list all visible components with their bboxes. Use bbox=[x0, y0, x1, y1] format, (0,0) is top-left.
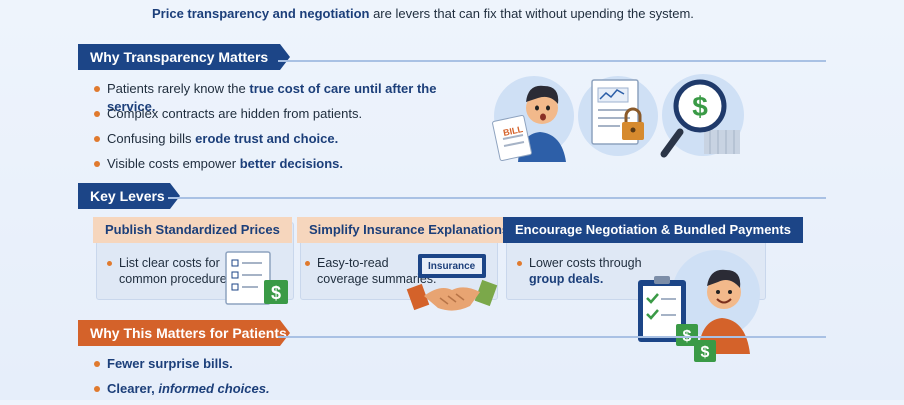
list-item: Clearer, informed choices. bbox=[93, 380, 483, 405]
lever-title: Publish Standardized Prices bbox=[93, 217, 292, 243]
insurance-label: Insurance bbox=[428, 261, 476, 272]
svg-text:$: $ bbox=[271, 283, 281, 303]
price-list-icon: $ bbox=[225, 251, 288, 305]
transparency-heading: Why Transparency Matters bbox=[78, 44, 290, 70]
levers-heading: Key Levers bbox=[78, 183, 180, 209]
intro-text: Price transparency and negotiation are l… bbox=[152, 6, 694, 21]
list-item: Complex contracts are hidden from patien… bbox=[93, 105, 483, 130]
intro-rest: are levers that can fix that without upe… bbox=[369, 6, 694, 21]
magnifier-dollar-icon: $ bbox=[660, 79, 740, 158]
list-item: Fewer surprise bills. bbox=[93, 355, 483, 380]
confused-patient-icon bbox=[492, 85, 566, 162]
list-item: Patients rarely know the true cost of ca… bbox=[93, 80, 483, 114]
happy-patient-icon: $ $ bbox=[638, 269, 750, 362]
patients-heading: Why This Matters for Patients bbox=[78, 320, 290, 346]
lever-title: Simplify Insurance Explanations bbox=[297, 217, 522, 243]
list-item: Confusing bills erode trust and choice. bbox=[93, 130, 483, 155]
svg-text:$: $ bbox=[701, 344, 710, 361]
lever-card-prices: Publish Standardized Prices List clear c… bbox=[93, 217, 294, 300]
handshake-insurance-icon bbox=[406, 254, 498, 311]
patients-list: Fewer surprise bills. Clearer, informed … bbox=[93, 355, 483, 405]
patients-divider bbox=[278, 336, 826, 338]
list-item: Visible costs empower better decisions. bbox=[93, 155, 483, 180]
svg-text:$: $ bbox=[692, 91, 708, 122]
locked-contract-icon bbox=[591, 79, 644, 145]
lever-title: Encourage Negotiation & Bundled Payments bbox=[503, 217, 803, 243]
transparency-divider bbox=[278, 60, 826, 62]
levers-divider bbox=[168, 197, 826, 199]
transparency-list: Patients rarely know the true cost of ca… bbox=[93, 80, 483, 180]
intro-bold: Price transparency and negotiation bbox=[152, 6, 370, 21]
